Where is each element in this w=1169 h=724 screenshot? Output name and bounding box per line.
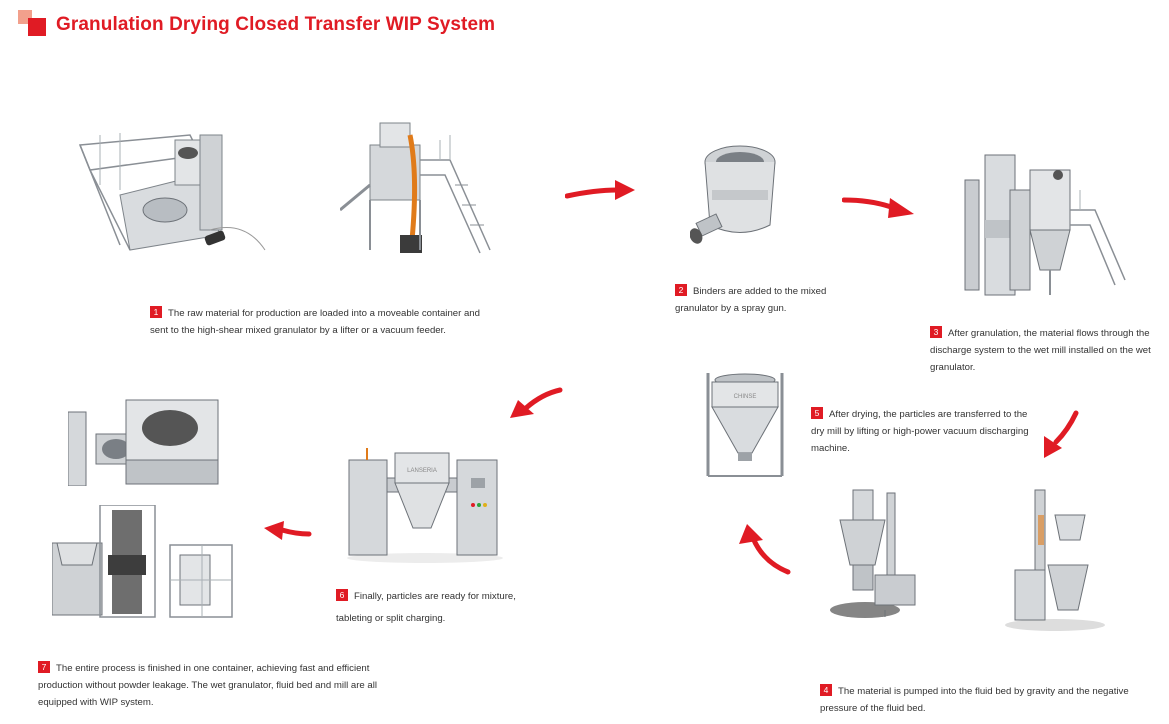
step-2-text: Binders are added to the mixed granulato…: [675, 286, 827, 314]
flow-arrow-1: [565, 178, 637, 204]
flow-arrow-4: [733, 522, 793, 577]
lifting-mixer-image: LANSERIA: [345, 448, 505, 563]
column-lifter-image: [1000, 485, 1110, 635]
step-1-text: The raw material for production are load…: [150, 308, 480, 336]
step-1-badge: 1: [150, 306, 162, 318]
step-7-badge: 7: [38, 661, 50, 673]
step-2-badge: 2: [675, 284, 687, 296]
ibc-bin-image: CHINSE: [700, 368, 790, 483]
flow-arrow-5: [508, 386, 563, 422]
step-5-badge: 5: [811, 407, 823, 419]
mixer-brand-label: LANSERIA: [407, 468, 437, 474]
flow-arrow-2: [842, 192, 916, 222]
flow-arrow-6: [262, 520, 312, 542]
step-5-text: After drying, the particles are transfer…: [811, 409, 1029, 454]
lifter-platform-image: [70, 125, 270, 255]
ibc-brand-label: CHINSE: [734, 394, 757, 400]
step-3-text: After granulation, the material flows th…: [930, 328, 1151, 373]
wip-granulator-image: [68, 398, 220, 486]
step-6-badge: 6: [336, 589, 348, 601]
step-3-badge: 3: [930, 326, 942, 338]
step-4-text: The material is pumped into the fluid be…: [820, 686, 1129, 714]
spray-gun-image: [690, 140, 790, 250]
step-4-badge: 4: [820, 684, 832, 696]
page-title: Granulation Drying Closed Transfer WIP S…: [56, 14, 496, 35]
flow-arrow-3: [1040, 410, 1080, 460]
step-6-text: Finally, particles are ready for mixture…: [336, 591, 516, 624]
high-shear-granulator-image: [340, 115, 500, 255]
step-7-text: The entire process is finished in one co…: [38, 663, 378, 708]
wet-granulator-system-image: [950, 150, 1130, 300]
vacuum-feeder-image: [825, 485, 925, 625]
logo-square-red: [28, 18, 46, 36]
wip-fluid-bed-image: [52, 505, 237, 623]
